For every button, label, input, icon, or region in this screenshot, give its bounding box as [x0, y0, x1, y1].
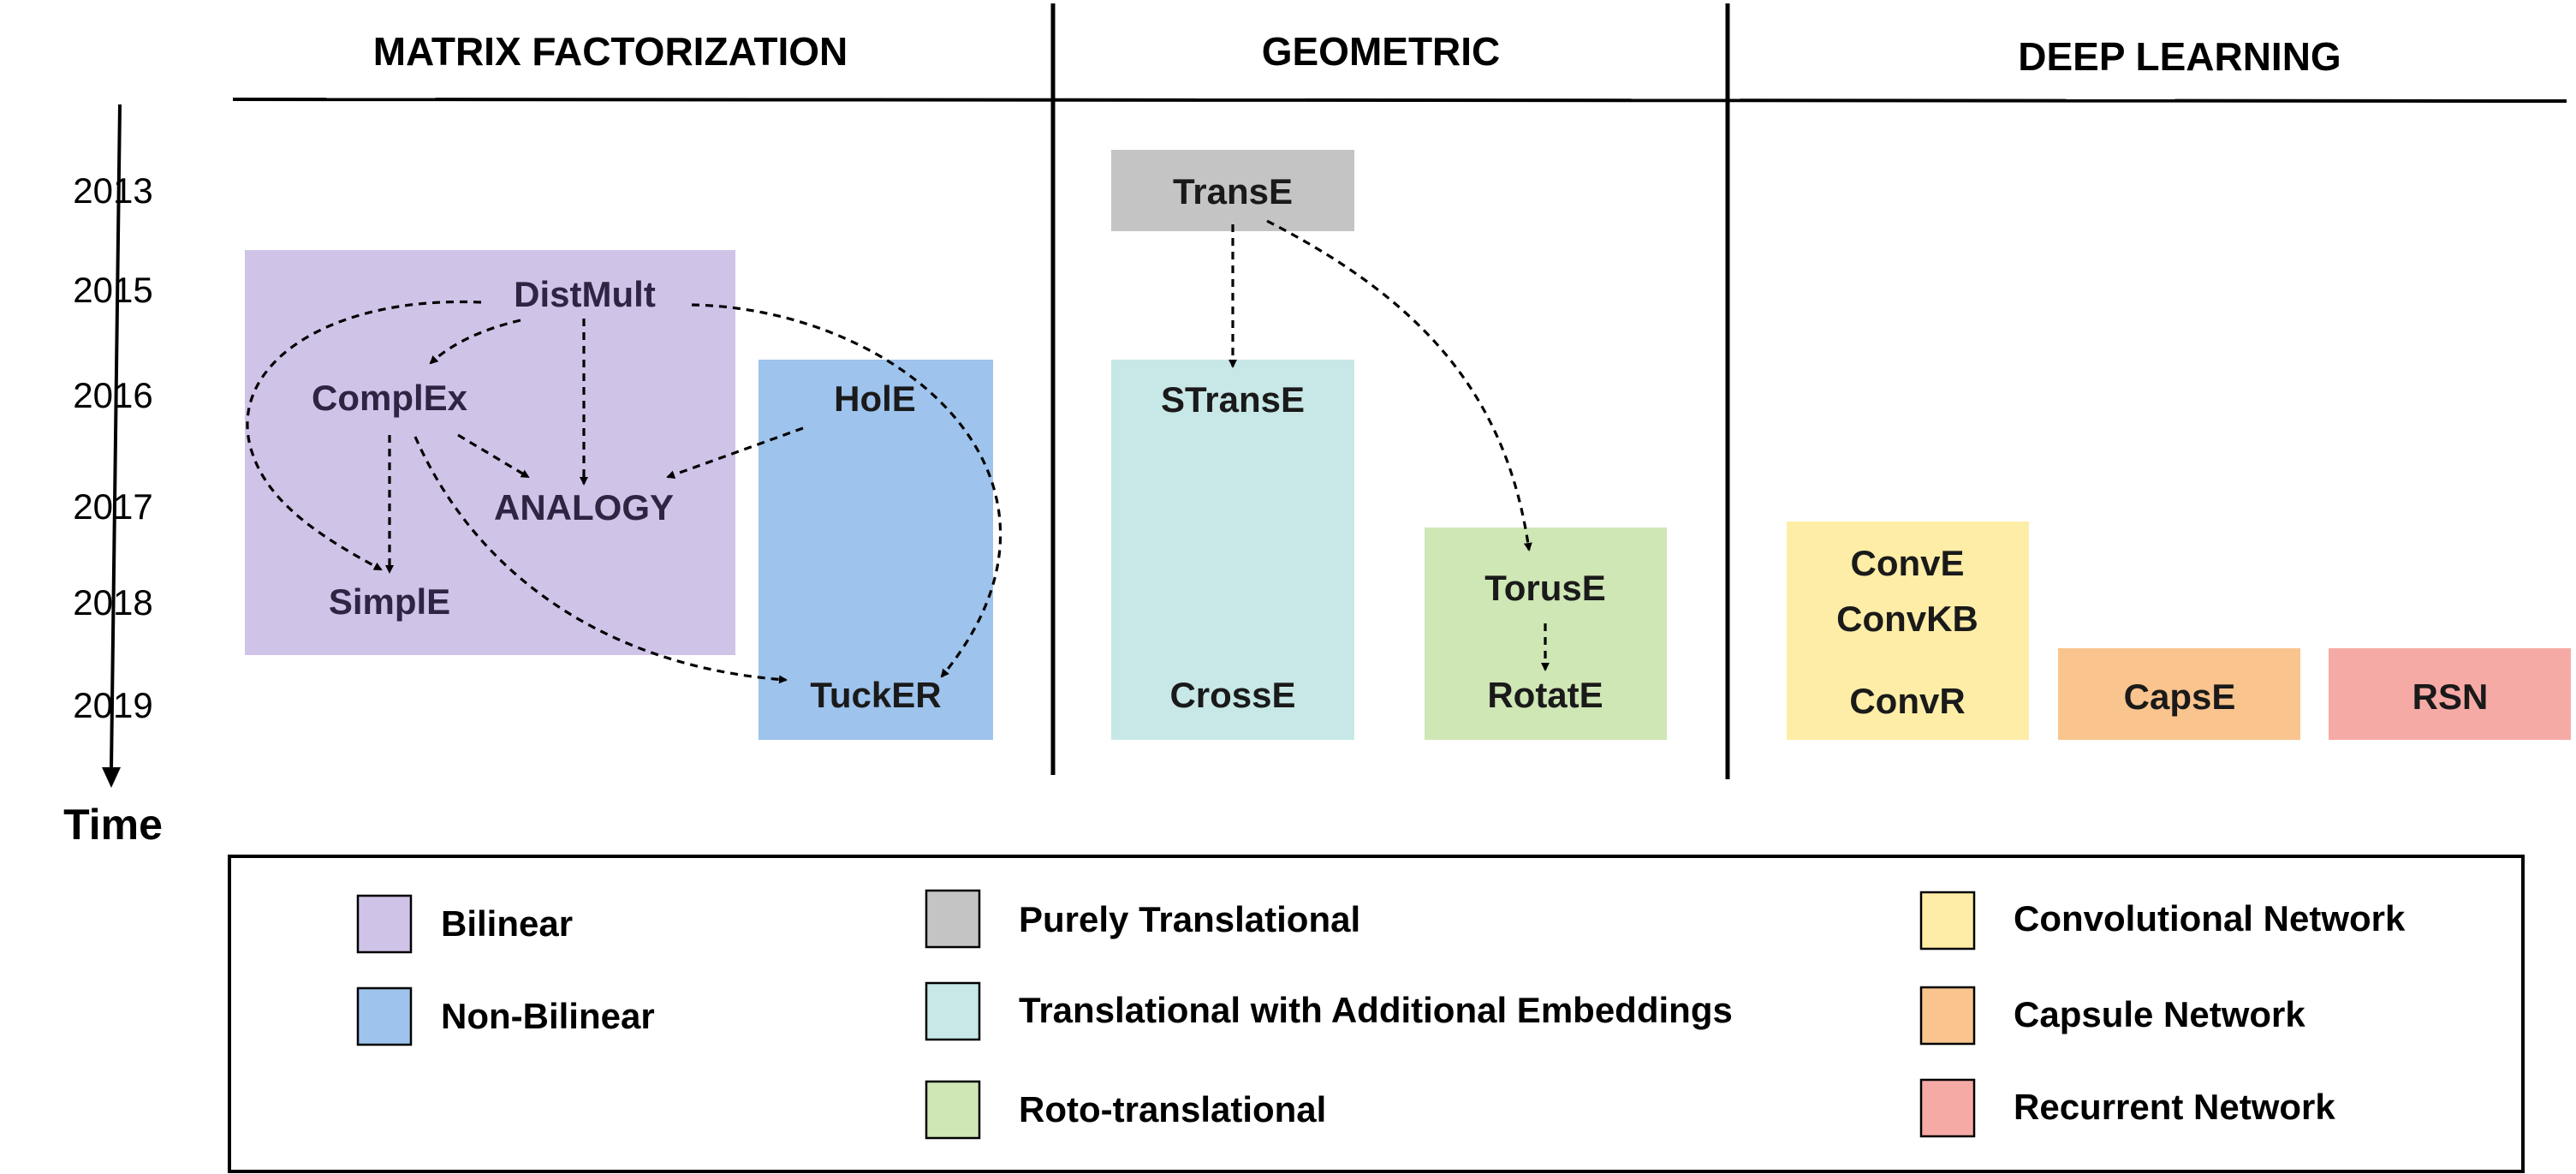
model-rotate: RotatE [1487, 675, 1603, 715]
model-simple: SimplE [329, 581, 450, 622]
time-axis-label: Time [63, 801, 163, 849]
time-axis [110, 104, 122, 770]
model-transe: TransE [1173, 171, 1293, 212]
legend-label-translational-additional: Translational with Additional Embeddings [1019, 990, 1733, 1030]
legend-label-convolutional: Convolutional Network [2014, 898, 2406, 939]
roto-translational-box [1425, 527, 1667, 740]
model-toruse: TorusE [1484, 568, 1606, 608]
model-distmult: DistMult [514, 274, 656, 314]
year-label-2018: 2018 [73, 582, 152, 623]
edge-complex-to-tucker [413, 436, 788, 684]
edge-distmult-to-tucker [691, 303, 1002, 678]
year-label-2015: 2015 [73, 270, 152, 310]
legend-swatch-capsule [1919, 986, 1976, 1046]
legend-swatch-convolutional [1919, 891, 1976, 951]
legend-label-purely-translational: Purely Translational [1019, 899, 1360, 939]
model-conve: ConvE [1850, 543, 1964, 583]
legend-swatch-bilinear [356, 894, 413, 954]
legend-swatch-non-bilinear [356, 986, 413, 1046]
year-label-2017: 2017 [73, 486, 152, 527]
year-label-2013: 2013 [73, 170, 152, 211]
edge-distmult-to-simple [246, 300, 482, 571]
legend: Bilinear Non-Bilinear Purely Translation… [228, 855, 2525, 1173]
legend-frame [228, 855, 2525, 1173]
legend-swatch-roto-translational [925, 1080, 981, 1140]
legend-label-non-bilinear: Non-Bilinear [441, 996, 655, 1036]
year-label-2016: 2016 [73, 375, 152, 415]
legend-swatch-translational-additional [925, 981, 981, 1041]
legend-label-recurrent: Recurrent Network [2014, 1087, 2335, 1127]
legend-label-capsule: Capsule Network [2014, 994, 2305, 1034]
model-analogy: ANALOGY [494, 487, 674, 527]
legend-label-roto-translational: Roto-translational [1019, 1089, 1326, 1129]
year-labels: 2013 2015 2016 2017 2018 2019 [73, 170, 152, 725]
purely-translational-box [1111, 150, 1354, 231]
model-crosse: CrossE [1169, 675, 1295, 715]
convolutional-box [1787, 521, 2029, 740]
model-convkb: ConvKB [1836, 599, 1978, 639]
header-rule [232, 98, 2567, 103]
model-capse: CapsE [2124, 676, 2236, 717]
bilinear-box [245, 250, 735, 655]
model-rsn: RSN [2412, 676, 2489, 717]
time-axis-arrowhead [102, 767, 121, 788]
year-label-2019: 2019 [73, 685, 152, 725]
model-labels: DistMult ComplEx ANALOGY SimplE HolE Tuc… [312, 171, 2488, 721]
model-stranse: STransE [1161, 379, 1305, 420]
legend-swatch-recurrent [1919, 1078, 1976, 1138]
capsule-box [2058, 648, 2300, 740]
model-hole: HolE [834, 378, 916, 419]
translational-additional-box [1111, 360, 1354, 740]
edge-hole-to-analogy [666, 426, 804, 479]
model-convr: ConvR [1849, 681, 1965, 721]
model-complex: ComplEx [312, 378, 468, 418]
model-tucker: TuckER [810, 675, 941, 715]
non-bilinear-box [759, 360, 993, 740]
section-title-geometric: GEOMETRIC [1262, 29, 1501, 74]
section-title-matrix-factorization: MATRIX FACTORIZATION [373, 29, 848, 74]
legend-swatch-purely-translational [925, 889, 981, 949]
section-title-deep-learning: DEEP LEARNING [2018, 34, 2341, 79]
legend-label-bilinear: Bilinear [441, 903, 573, 944]
edge-transe-to-toruse [1266, 219, 1532, 551]
dependency-edges [246, 219, 1550, 684]
recurrent-box [2329, 648, 2571, 740]
